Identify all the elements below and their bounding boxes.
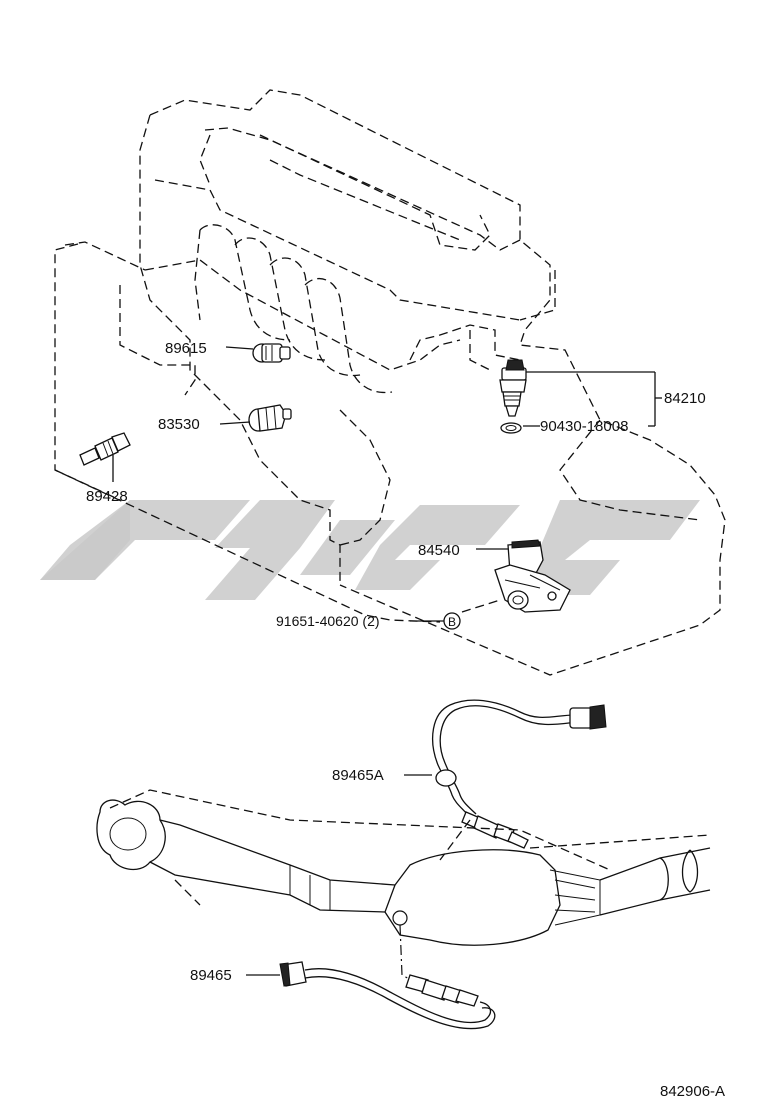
engine-outline [64,89,726,676]
label-84210: 84210 [664,390,706,407]
part-89428-sensor [79,432,131,482]
part-83530-switch [219,404,292,432]
label-91651-40620: 91651-40620 (2) [276,613,380,629]
label-89615: 89615 [165,340,207,357]
label-83530: 83530 [158,416,200,433]
part-89465-oxygen-sensor [246,961,496,1030]
part-84540-switch [461,539,571,613]
part-89465A-oxygen-sensor [404,699,607,849]
label-89428: 89428 [86,488,128,505]
label-90430-18008: 90430-18008 [540,418,628,435]
figure-id: 842906-A [660,1083,725,1100]
callout-b-marker: B [410,612,461,630]
label-89465: 89465 [190,967,232,984]
group-frame [54,243,441,623]
exhaust-leaders [109,789,711,986]
exhaust-assembly [96,799,711,946]
label-84540: 84540 [418,542,460,559]
part-89615-sensor [225,343,291,363]
label-89465A: 89465A [332,767,384,784]
watermark-logo [40,500,700,600]
part-84210-sensor [499,359,662,434]
callout-b-letter: B [448,615,456,629]
